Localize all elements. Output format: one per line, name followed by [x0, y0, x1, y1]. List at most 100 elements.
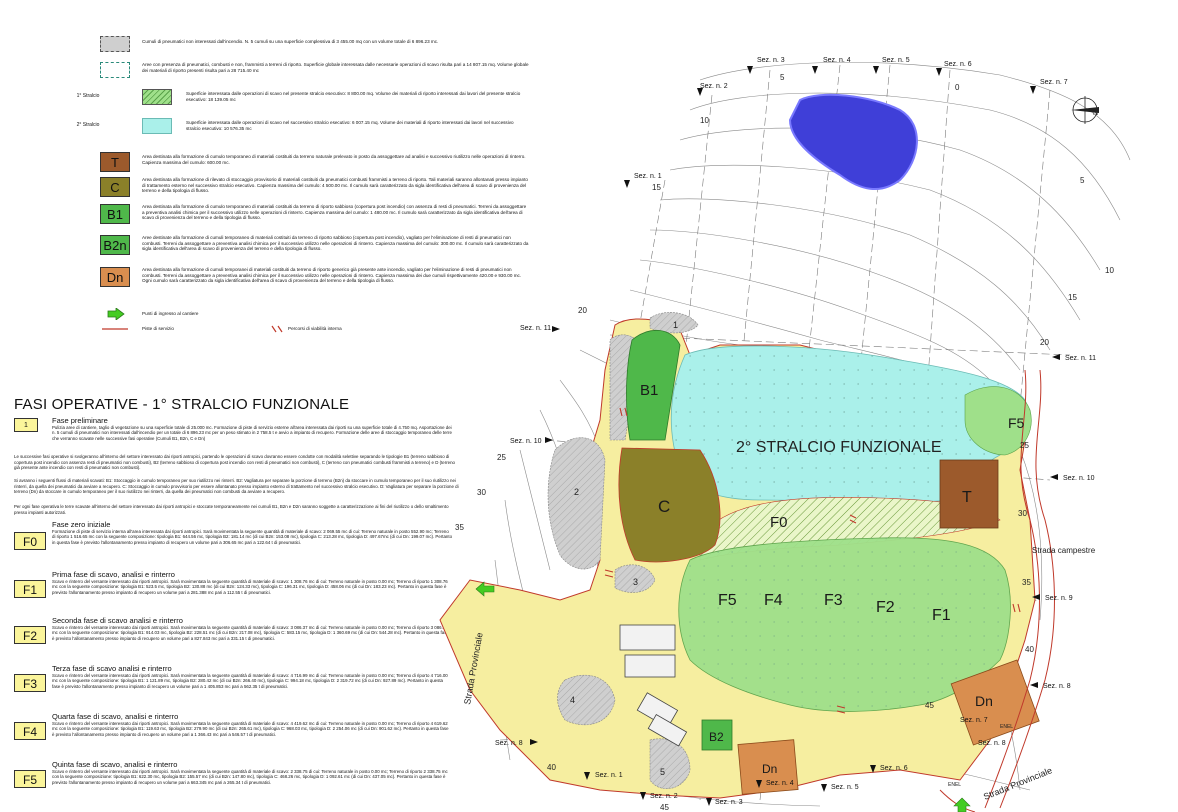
sez-3-top: Sez. n. 3 — [757, 57, 785, 64]
legend-C: C Area destinata alla formazione di rile… — [100, 177, 530, 207]
phases-para1: Le successive fasi operative si svolgera… — [14, 454, 455, 471]
label-Dn-left: Dn — [762, 762, 777, 776]
section-markers — [530, 66, 1060, 806]
sez-10-left: Sez. n. 10 — [510, 438, 542, 445]
legend-Dn: Dn Area destinata alla formazione di cum… — [100, 267, 530, 307]
elev-15: 15 — [652, 183, 661, 192]
percorsi-text: Percorsi di viabilità interna — [288, 326, 342, 331]
phase-F3: F3 Terza fase di scavo analisi e rinterr… — [14, 664, 454, 714]
piste-line-icon — [102, 328, 128, 330]
phase-pre-text: Pulizia aree di cantiere, taglio di vege… — [52, 425, 452, 441]
phase-pre-box: 1 — [14, 418, 38, 432]
entry-arrow-icon — [107, 307, 125, 321]
percorsi-arrows-icon — [271, 325, 283, 333]
phases-para3: Per ogni fase operativa le terre scavate… — [14, 504, 449, 515]
label-B2: B2 — [709, 730, 724, 744]
tire-heaps — [547, 312, 699, 789]
elev-15b: 15 — [1068, 293, 1077, 302]
B2n-text: Aree destinate alla formazione di cumuli… — [142, 235, 529, 252]
phase-F1-head: Prima fase di scavo, analisi e rinterro — [52, 570, 175, 579]
area-Dn-left — [737, 739, 799, 795]
area-T — [939, 459, 999, 529]
legend-ingresso: Punti di ingresso al cantiere — [100, 307, 530, 321]
heap-label-1: 1 — [673, 320, 678, 330]
legend-stralcio2: 2° Stralcio Superficie interessata dalle… — [77, 118, 530, 140]
elev-20: 20 — [578, 306, 587, 315]
entry-arrow-bottom — [953, 797, 971, 812]
label-F0: F0 — [770, 514, 788, 531]
sez-4-top: Sez. n. 4 — [823, 57, 851, 64]
phase-F5: F5 Quinta fase di scavo, analisi e rinte… — [14, 760, 454, 810]
stralcio2-tag: 2° Stralcio — [76, 122, 100, 128]
sez-6-top: Sez. n. 6 — [944, 61, 972, 68]
legend-cumuli: Cumuli di pneumatici non interessati dal… — [100, 36, 530, 56]
elev-10b: 10 — [1105, 266, 1114, 275]
elev-45b: 45 — [660, 803, 669, 812]
phase-F2-text: Scavo e rinterro del versante interessat… — [52, 625, 449, 641]
label-Dn-right: Dn — [975, 693, 993, 709]
phase-F4-text: Scavo e rinterro del versante interessat… — [52, 721, 449, 737]
B1-swatch: B1 — [100, 204, 130, 224]
sez-10-right: Sez. n. 10 — [1063, 475, 1095, 482]
heap-label-3: 3 — [633, 577, 638, 587]
north-arrow-icon — [1071, 96, 1099, 124]
legend-aree-text: Aree con presenza di pneumatici, combust… — [142, 62, 529, 73]
piste-text: Piste di servizio — [142, 326, 174, 331]
phase-F4-head: Quarta fase di scavo, analisi e rinterro — [52, 712, 179, 721]
elev-30: 30 — [477, 488, 486, 497]
label-F5: F5 — [718, 592, 737, 609]
T-text: Area destinata alla formazione di cumulo… — [142, 154, 526, 165]
label-B1: B1 — [640, 382, 658, 399]
elev-40b: 40 — [547, 763, 556, 772]
phase-F1: F1 Prima fase di scavo, analisi e rinter… — [14, 570, 454, 620]
elev-40: 40 — [1025, 645, 1034, 654]
sez-4-bottom: Sez. n. 4 — [766, 780, 794, 787]
internal-route-markers — [604, 407, 1021, 714]
phase-F3-box: F3 — [14, 674, 46, 692]
label-F4: F4 — [764, 592, 783, 609]
phase-F3-text: Scavo e rinterro del versante interessat… — [52, 673, 448, 689]
elev-45: 45 — [925, 701, 934, 710]
phase-F3-head: Terza fase di scavo analisi e rinterro — [52, 664, 172, 673]
T-swatch: T — [100, 152, 130, 172]
enel-label-2: ENEL — [948, 782, 961, 788]
legend-stralcio1: 1° Stralcio Superficie interessata dalle… — [77, 89, 530, 111]
phase-pre-head: Fase preliminare — [52, 416, 108, 425]
area-B2 — [701, 719, 733, 751]
stralcio2-swatch — [142, 118, 172, 134]
phase-F0-head: Fase zero iniziale — [52, 520, 111, 529]
phase-F2-head: Seconda fase di scavo analisi e rinterro — [52, 616, 183, 625]
label-F2: F2 — [876, 599, 895, 616]
sez-1-bottom: Sez. n. 1 — [595, 772, 623, 779]
sez-1-top: Sez. n. 1 — [634, 173, 662, 180]
sez-2-bottom: Sez. n. 2 — [650, 793, 678, 800]
lake — [788, 93, 918, 191]
label-F5-right: F5 — [1008, 415, 1025, 431]
label-T: T — [962, 489, 972, 506]
sez-6-bottom: Sez. n. 6 — [880, 765, 908, 772]
sez-3-bottom: Sez. n. 3 — [715, 799, 743, 806]
buildings — [619, 624, 688, 747]
ingresso-text: Punti di ingresso al cantiere — [142, 311, 199, 316]
phase-F5-head: Quinta fase di scavo, analisi e rinterro — [52, 760, 178, 769]
phase-preliminare: 1 Fase preliminare Pulizia aree di canti… — [14, 416, 454, 448]
sez-5-bottom: Sez. n. 5 — [831, 784, 859, 791]
phase-F1-box: F1 — [14, 580, 46, 598]
legend-B2n: B2n Aree destinate alla formazione di cu… — [100, 235, 530, 265]
stralcio2-title: 2° STRALCIO FUNZIONALE — [736, 439, 942, 456]
Dn-text: Area destinata alla formazione di cumuli… — [142, 267, 522, 284]
stralcio1-text: Superficie interessata dalle operazioni … — [186, 91, 521, 102]
heap-3 — [614, 564, 656, 593]
legend-B1: B1 Area destinata alla formazione di cum… — [100, 204, 530, 234]
phase-F4-box: F4 — [14, 722, 46, 740]
aree-swatch — [100, 62, 130, 78]
B2n-swatch: B2n — [100, 235, 130, 255]
elev-20b: 20 — [1040, 338, 1049, 347]
label-F1: F1 — [932, 607, 951, 624]
phase-F0-text: Formazione di piste di servizio interna … — [52, 529, 453, 545]
legend-T: T Area destinata alla formazione di cumu… — [100, 152, 530, 178]
entry-arrow-left — [475, 581, 495, 597]
sez-11-left: Sez. n. 11 — [520, 325, 551, 332]
phase-F0-box: F0 — [14, 532, 46, 550]
